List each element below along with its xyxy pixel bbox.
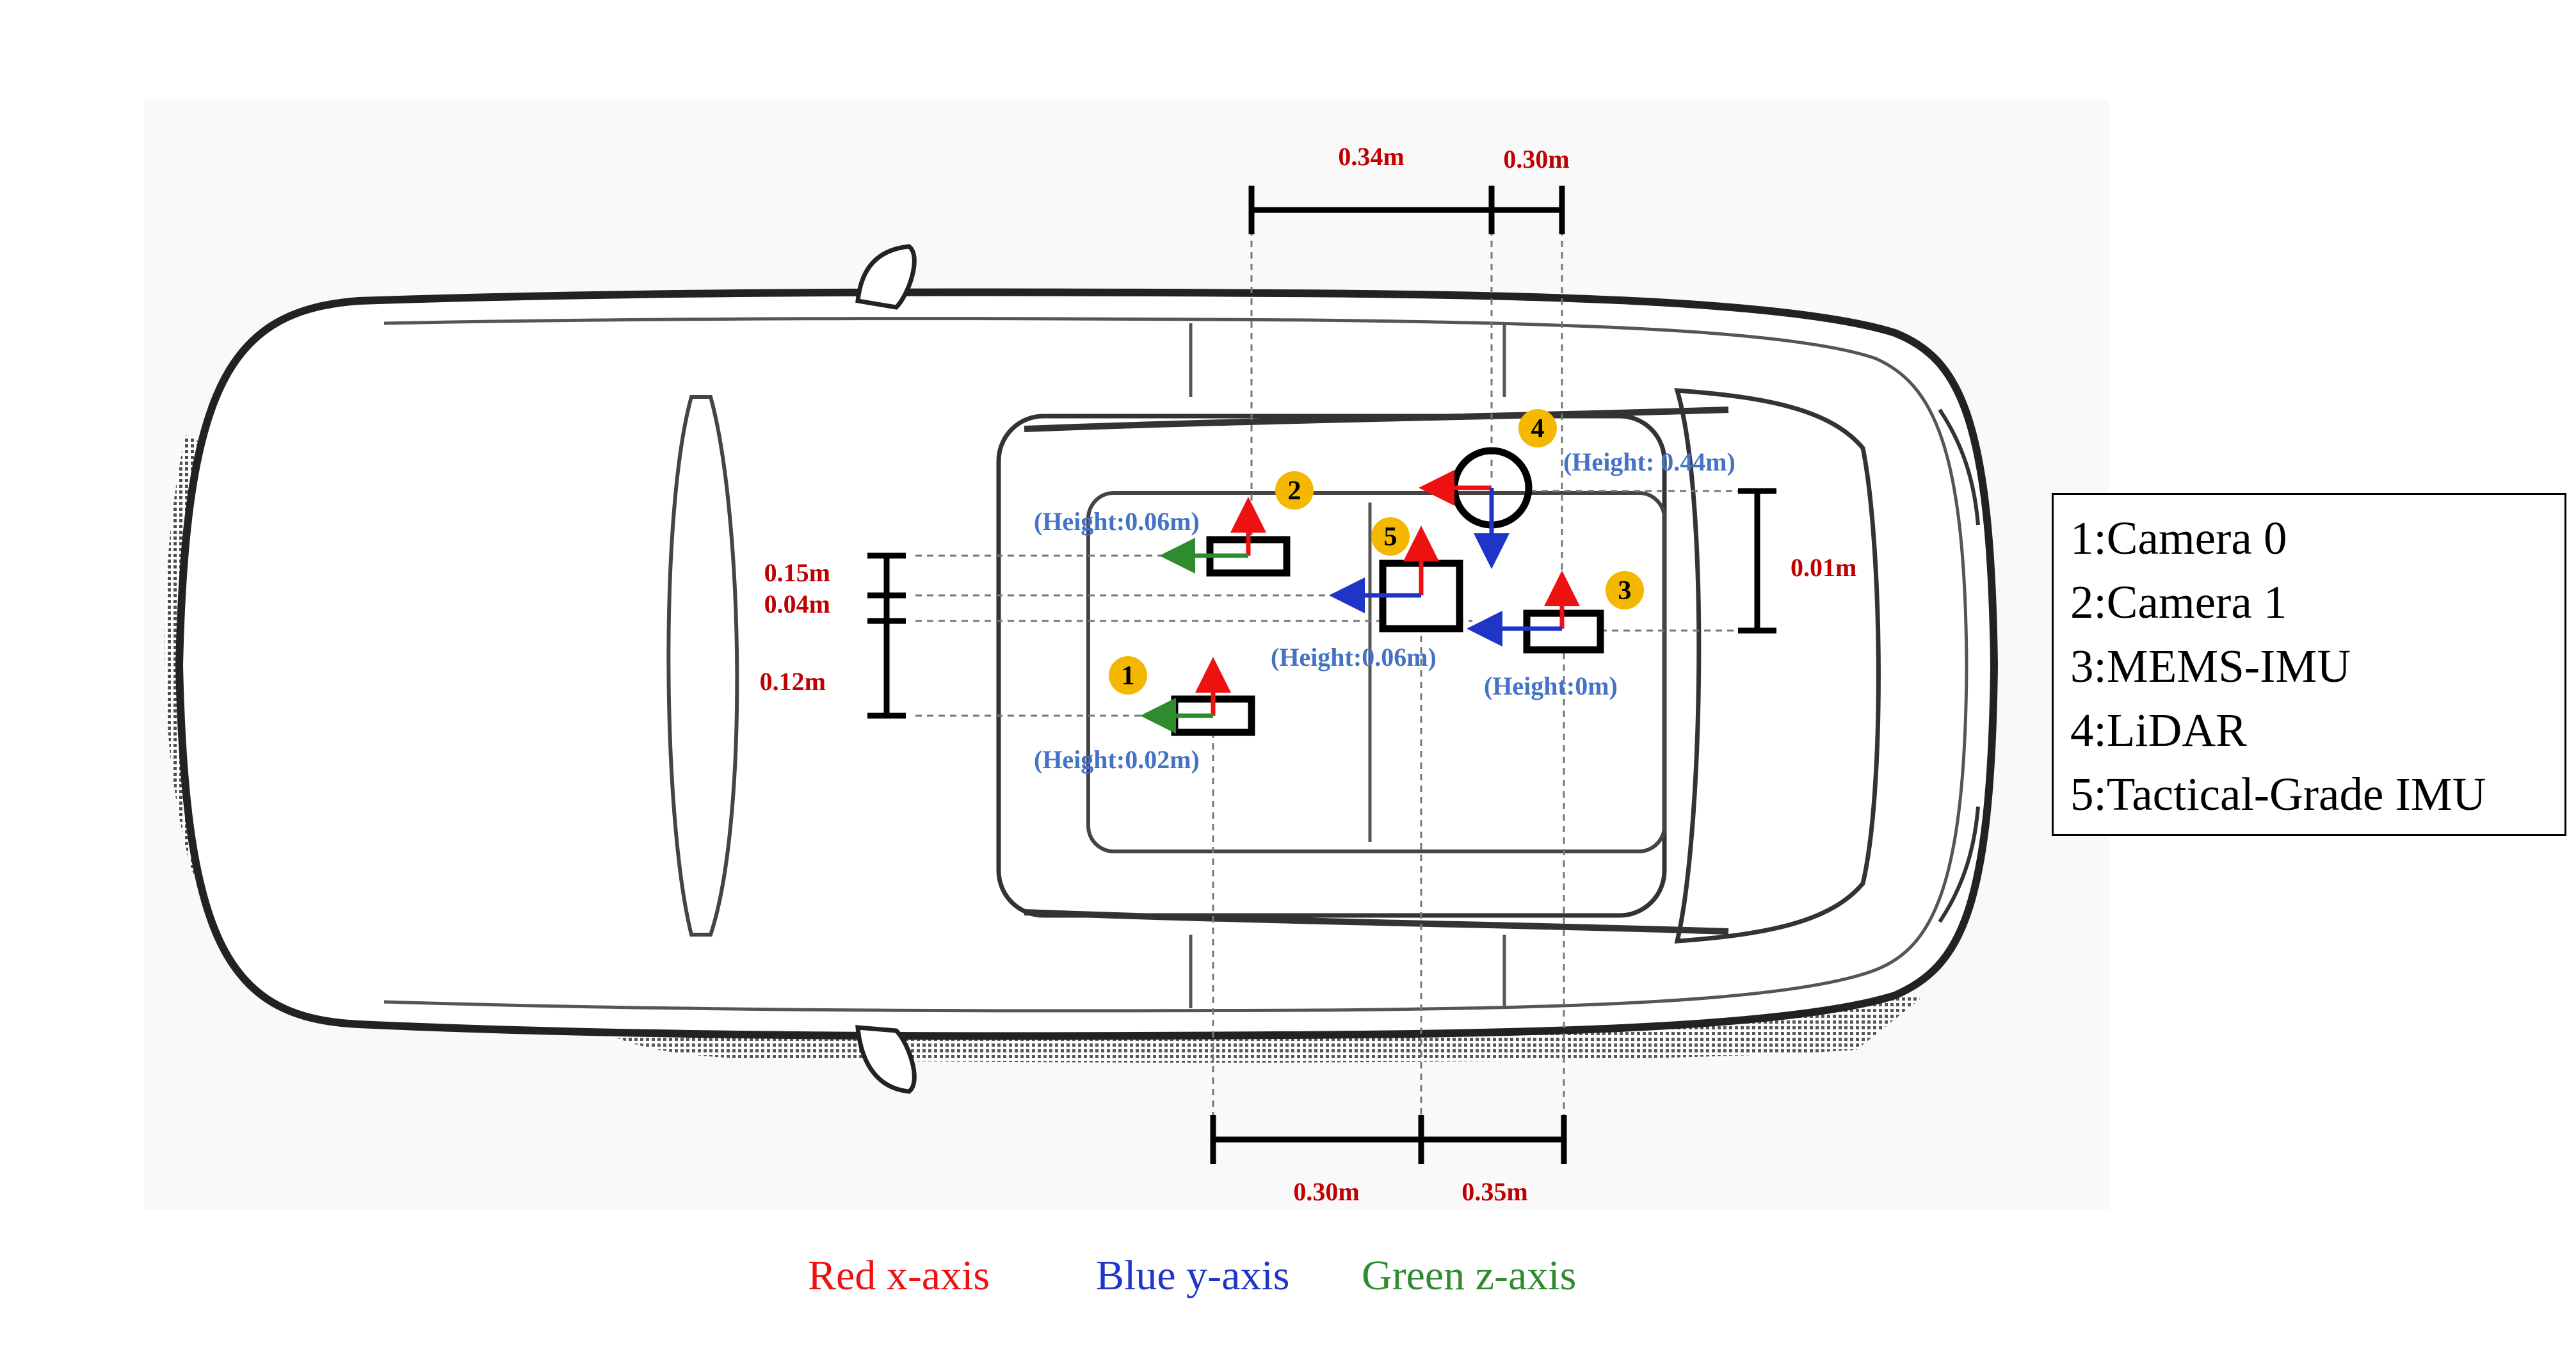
sensor-2-height-label: (Height:0.06m)	[1034, 507, 1200, 536]
headlight-bottom	[1938, 806, 1980, 923]
legend-item-tactical-imu: 5:Tactical-Grade IMU	[2070, 768, 2486, 820]
rear-window	[666, 395, 739, 937]
dim-label-bottom-left: 0.30m	[1293, 1177, 1359, 1206]
axis-caption-z: Green z-axis	[1362, 1252, 1577, 1299]
sensor-5-height-label: (Height:0.06m)	[1271, 643, 1437, 672]
sunroof	[1086, 491, 1666, 853]
legend-item-lidar: 4:LiDAR	[2070, 704, 2247, 756]
axis-caption-x: Red x-axis	[808, 1252, 990, 1299]
legend-item-camera-0: 1:Camera 0	[2070, 512, 2287, 564]
sensor-4-height-label: (Height: 0.44m)	[1563, 447, 1735, 476]
sensor-5-badge	[1371, 517, 1410, 556]
axis-caption-y: Blue y-axis	[1096, 1252, 1290, 1299]
dimension-bars	[867, 186, 1776, 1164]
car-body-inner-line	[383, 317, 1968, 1013]
sensor-4-badge-number: 4	[1531, 414, 1545, 444]
sensor-4-badge	[1518, 409, 1557, 447]
legend-item-camera-1: 2:Camera 1	[2070, 576, 2287, 628]
sensor-3-badge-number: 3	[1618, 576, 1632, 606]
side-mirror-bottom	[855, 1025, 917, 1094]
dim-label-top-right: 0.30m	[1503, 145, 1569, 173]
sensor-3-badge	[1606, 571, 1644, 609]
dim-label-bottom-right: 0.35m	[1461, 1177, 1527, 1206]
dim-label-left-top: 0.15m	[764, 558, 830, 587]
sensor-1-camera-0: 1 (Height:0.02m)	[1034, 656, 1255, 774]
sensor-5-tactical-imu: 5 (Height:0.06m)	[1271, 517, 1463, 672]
sensor-1-badge-number: 1	[1122, 661, 1135, 691]
side-mirror-top	[855, 244, 917, 310]
headlight-top	[1938, 408, 1980, 526]
sensor-2-badge	[1275, 471, 1314, 510]
sensor-3-mems-imu: 3 (Height:0m)	[1467, 570, 1644, 700]
dim-label-right: 0.01m	[1791, 553, 1856, 582]
sensor-legend: 1:Camera 0 2:Camera 1 3:MEMS-IMU 4:LiDAR…	[2052, 493, 2566, 836]
sensor-3-height-label: (Height:0m)	[1484, 672, 1618, 700]
sensor-4-lidar: 4 (Height: 0.44m)	[1419, 409, 1735, 569]
sensor-2-camera-1: 2 (Height:0.06m)	[1034, 471, 1314, 577]
sensor-5-badge-number: 5	[1384, 522, 1397, 552]
car-top-view	[165, 244, 1999, 1094]
roof-rail-bottom	[1024, 909, 1729, 935]
dim-label-top-left: 0.34m	[1338, 142, 1404, 171]
dim-label-left-bottom: 0.12m	[760, 667, 826, 696]
roof-rail-top	[1024, 407, 1729, 432]
sensor-1-badge	[1109, 656, 1147, 695]
legend-item-mems-imu: 3:MEMS-IMU	[2070, 640, 2351, 692]
sensor-2-badge-number: 2	[1288, 476, 1301, 506]
dim-label-left-middle: 0.04m	[764, 590, 830, 618]
windshield	[1674, 388, 1881, 944]
sensor-1-height-label: (Height:0.02m)	[1034, 745, 1200, 774]
